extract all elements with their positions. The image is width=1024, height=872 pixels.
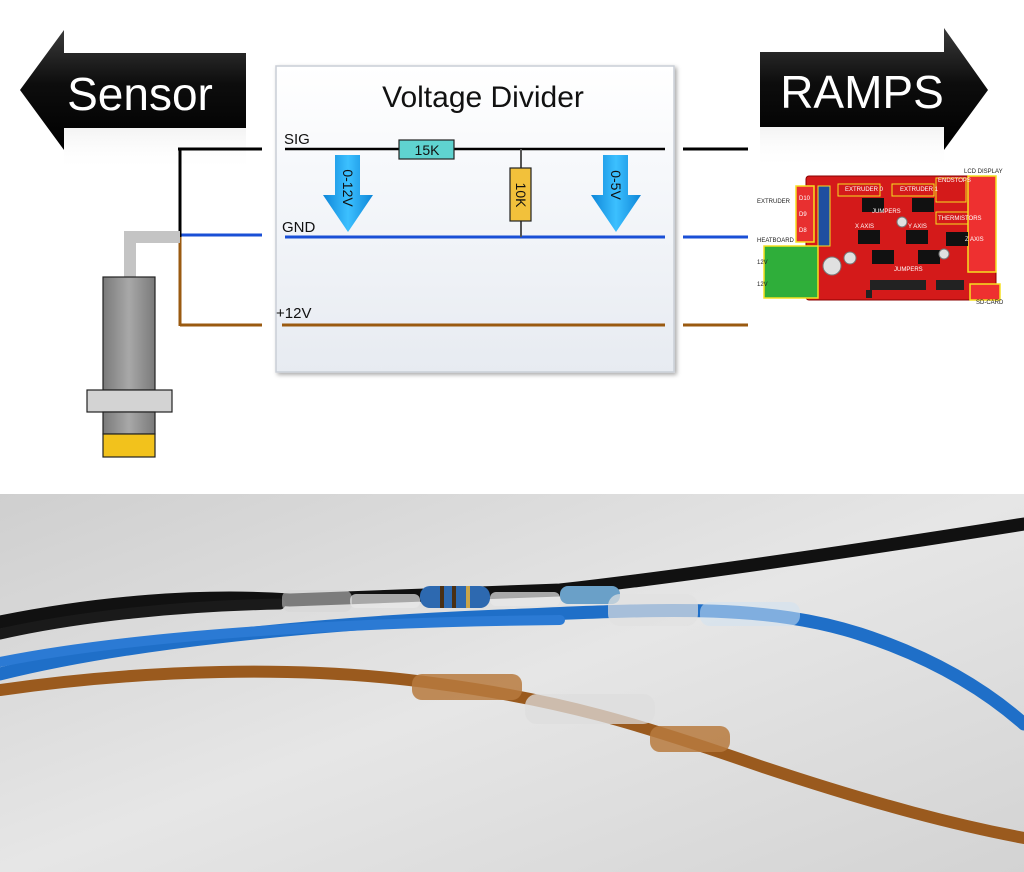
output-voltage-arrow-shape (591, 155, 641, 232)
label-extruder: EXTRUDER (757, 199, 791, 205)
sensor-tip (102, 433, 156, 458)
brown-heat-shrink-right (650, 726, 730, 752)
label-d8: D8 (799, 228, 807, 234)
gnd-label: GND (282, 219, 316, 236)
output-voltage-arrow: 0-5V (591, 155, 641, 232)
series-resistor: 15K (398, 139, 455, 160)
sig-label: SIG (284, 131, 310, 148)
label-sd-card: SD-CARD (976, 300, 1004, 306)
sensor-cable (124, 231, 180, 285)
label-z-axis: Z AXIS (965, 237, 984, 243)
input-voltage-label: 0-12V (340, 169, 356, 207)
sig-wire: SIG (178, 131, 748, 151)
input-voltage-arrow: 0-12V (323, 155, 373, 232)
label-extruder-0: EXTRUDER 0 (845, 187, 884, 193)
v12-label: +12V (276, 305, 311, 322)
solder-joint-12v (525, 694, 655, 724)
label-x-axis: X AXIS (855, 224, 874, 230)
label-jumpers-bottom: JUMPERS (894, 267, 923, 273)
panel-title: Voltage Divider (382, 81, 584, 114)
label-d9: D9 (799, 212, 807, 218)
output-voltage-label: 0-5V (608, 170, 624, 200)
inductive-sensor (86, 231, 180, 458)
sensor-arrow-label: Sensor (67, 68, 213, 120)
label-jumpers-top: JUMPERS (872, 209, 901, 215)
label-extruder-1: EXTRUDER 1 (900, 187, 939, 193)
blue-wire-second (0, 615, 565, 667)
label-endstops: ENDSTOPS (938, 178, 971, 184)
ramps-arrow-label: RAMPS (780, 66, 944, 118)
ramps-arrow: RAMPS (760, 28, 988, 170)
input-voltage-arrow-shape (323, 155, 373, 232)
label-12v-bottom: 12V (757, 282, 768, 288)
shunt-resistor-label: 10K (513, 183, 529, 209)
shunt-resistor-body (509, 167, 532, 222)
black-wire-second (0, 598, 286, 640)
ramps-board: LCD DISPLAY ENDSTOPS EXTRUDER 0 EXTRUDER… (757, 168, 1004, 306)
brown-heat-shrink-left (412, 674, 522, 700)
label-heatboard: HEATBOARD (757, 238, 795, 244)
label-d10: D10 (799, 196, 811, 202)
blue-heat-shrink (700, 602, 800, 626)
label-thermistors: THERMISTORS (938, 216, 982, 222)
label-lcd-display: LCD DISPLAY (964, 169, 1003, 175)
sensor-body (102, 276, 156, 391)
sensor-arrow-shape (20, 30, 246, 150)
sensor-arrow: Sensor (20, 30, 246, 172)
sensor-lower-body (102, 411, 156, 435)
ramps-arrow-shape (760, 28, 988, 150)
label-12v-top: 12V (757, 260, 768, 266)
resistor-10k (560, 586, 620, 604)
power-terminal (763, 245, 819, 299)
series-resistor-label: 15K (415, 142, 441, 158)
gnd-wire: GND (178, 219, 748, 239)
black-heat-shrink (282, 590, 352, 612)
shunt-resistor: 10K (509, 149, 532, 237)
ramps-arrow-reflection (760, 127, 944, 170)
label-y-axis: Y AXIS (908, 224, 927, 230)
solder-joint-sig (490, 592, 560, 606)
series-resistor-body (398, 139, 455, 160)
wiring-diagram: Sensor RAMPS Voltage Divider SIG GND +12… (20, 28, 1004, 458)
solder-joint-gnd (608, 594, 698, 626)
wire-splice-photo (0, 494, 1024, 872)
v12-wire: +12V (178, 235, 748, 327)
sensor-arrow-reflection (64, 128, 246, 172)
sensor-nut (86, 389, 173, 413)
